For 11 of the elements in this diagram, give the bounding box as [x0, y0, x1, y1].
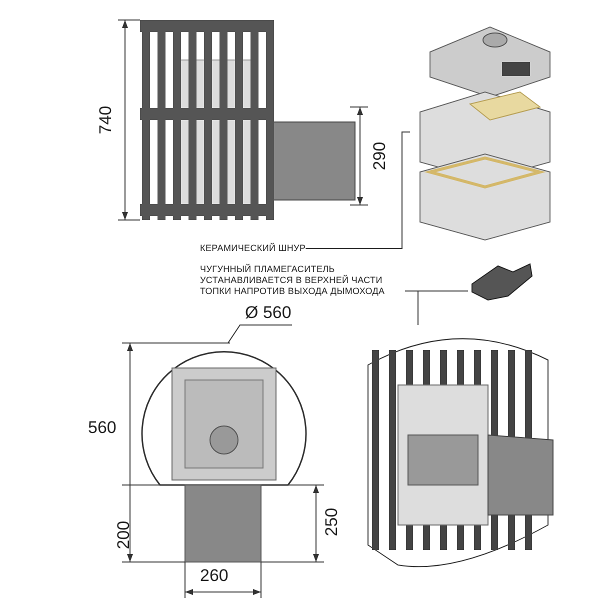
dimension-label: 200: [114, 520, 134, 550]
dimension-label: 560: [88, 418, 116, 438]
dimension-label: 260: [200, 566, 228, 586]
callout-text: КЕРАМИЧЕСКИЙ ШНУР: [200, 243, 306, 254]
leader-line: [305, 132, 410, 249]
callout-text: ЧУГУННЫЙ ПЛАМЕГАСИТЕЛЬ УСТАНАВЛИВАЕТСЯ В ВЕРХНЕЙ ЧАСТИ ТОПКИ НАПРОТИВ ВЫХОДА ДЫМОХОДА: [200, 264, 386, 297]
leader-line: [404, 290, 418, 326]
dimension-label: 740: [96, 106, 116, 134]
dimension-label: Ø 560: [245, 303, 292, 323]
dimension-label: 250: [322, 508, 342, 536]
dimension-label: 290: [370, 142, 390, 170]
